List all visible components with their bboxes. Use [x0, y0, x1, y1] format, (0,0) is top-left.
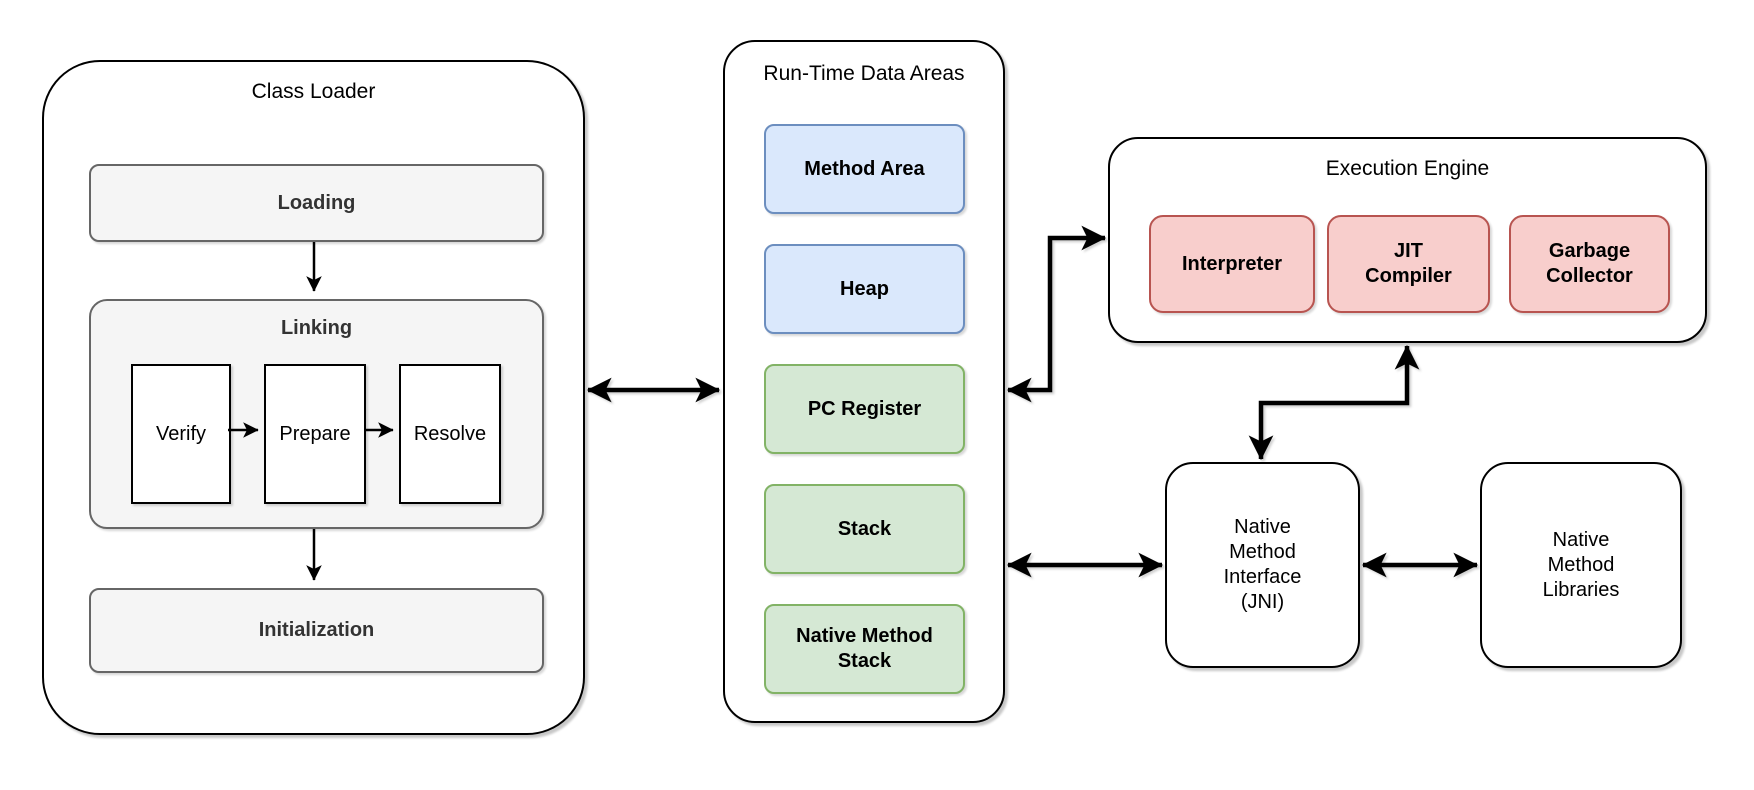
arrow-executionengine-jni	[1248, 344, 1420, 461]
native-method-libraries-label: Native Method Libraries	[1542, 528, 1620, 601]
heap-box: Heap	[764, 244, 965, 334]
linking-label: Linking	[280, 317, 353, 339]
initialization-box: Initialization	[89, 588, 544, 673]
pc-register-box: PC Register	[764, 364, 965, 454]
loading-box: Loading	[89, 164, 544, 242]
resolve-box: Resolve	[399, 364, 501, 504]
verify-box: Verify	[131, 364, 231, 504]
jit-compiler-label: JIT Compiler	[1365, 240, 1452, 287]
verify-label: Verify	[155, 422, 207, 445]
native-method-interface-box: Native Method Interface (JNI)	[1165, 462, 1360, 668]
execution-engine-title: Execution Engine	[1325, 157, 1490, 180]
class-loader-title: Class Loader	[251, 80, 376, 103]
arrow-runtime-executionengine	[1006, 225, 1107, 403]
prepare-label: Prepare	[279, 422, 351, 445]
method-area-label: Method Area	[804, 157, 925, 180]
garbage-collector-label: Garbage Collector	[1546, 240, 1633, 287]
initialization-label: Initialization	[258, 619, 375, 641]
native-method-stack-label: Native Method Stack	[796, 625, 933, 672]
native-method-libraries-box: Native Method Libraries	[1480, 462, 1682, 668]
runtime-data-areas-title: Run-Time Data Areas	[763, 62, 965, 85]
stack-label: Stack	[837, 517, 892, 540]
prepare-box: Prepare	[264, 364, 366, 504]
loading-label: Loading	[277, 191, 356, 214]
garbage-collector-box: Garbage Collector	[1509, 215, 1670, 313]
pc-register-label: PC Register	[807, 397, 922, 420]
jit-compiler-box: JIT Compiler	[1327, 215, 1490, 313]
method-area-box: Method Area	[764, 124, 965, 214]
resolve-label: Resolve	[413, 422, 487, 445]
stack-box: Stack	[764, 484, 965, 574]
linking-box: Linking Verify Prepare Resolve	[89, 299, 544, 529]
interpreter-box: Interpreter	[1149, 215, 1315, 313]
execution-engine-box: Execution Engine Interpreter JIT Compile…	[1108, 137, 1707, 343]
native-method-interface-label: Native Method Interface (JNI)	[1223, 516, 1302, 613]
interpreter-label: Interpreter	[1181, 252, 1283, 275]
native-method-stack-box: Native Method Stack	[764, 604, 965, 694]
runtime-data-areas-box: Run-Time Data Areas Method Area Heap PC …	[723, 40, 1005, 723]
class-loader-box: Class Loader Loading Linking Verify Prep…	[42, 60, 585, 735]
heap-label: Heap	[840, 277, 889, 300]
